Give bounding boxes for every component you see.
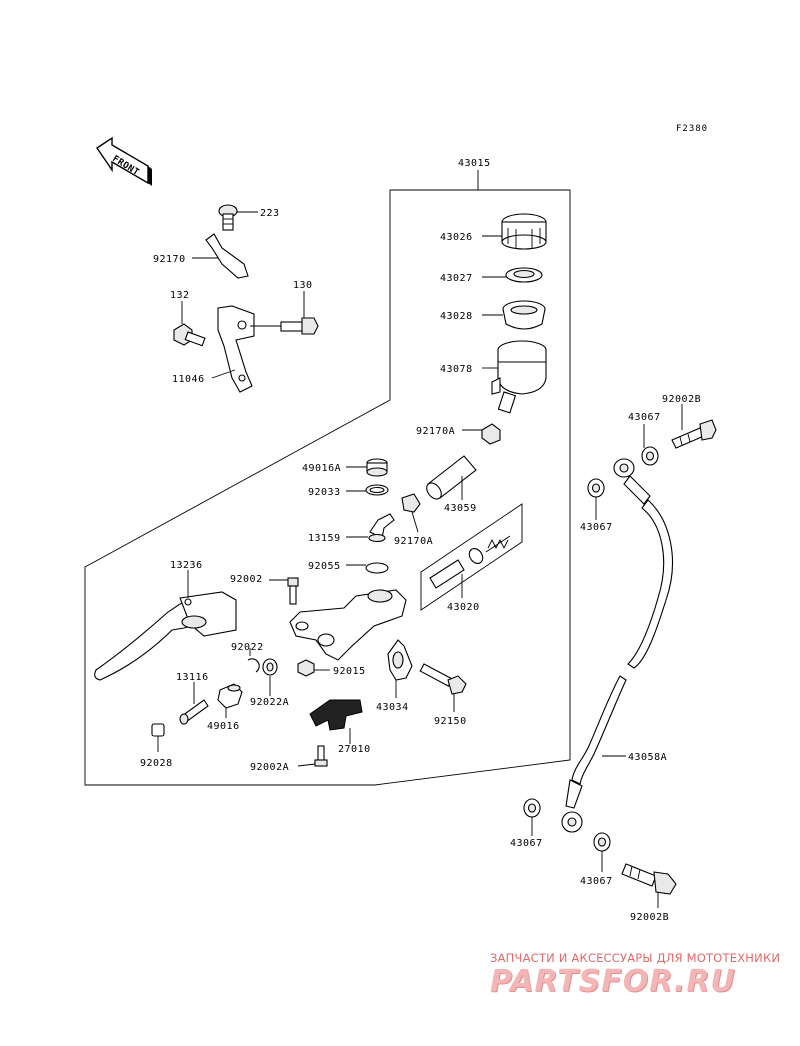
ring-92033-icon bbox=[365, 484, 389, 496]
lever-13236-icon bbox=[94, 591, 237, 681]
clamp-92170-icon bbox=[205, 233, 249, 279]
bolt-130-icon bbox=[280, 317, 319, 335]
screw-92002a-icon bbox=[314, 745, 328, 767]
bolt-92002-icon bbox=[287, 577, 299, 605]
watermark-tagline: ЗАПЧАСТИ И АКСЕССУАРЫ ДЛЯ МОТОТЕХНИКИ bbox=[490, 951, 781, 965]
washer-92022a-icon bbox=[262, 658, 278, 676]
diaphragm-43028-icon bbox=[502, 300, 546, 330]
label-43067-3: 43067 bbox=[510, 838, 543, 849]
label-13116: 13116 bbox=[176, 672, 209, 683]
label-92033: 92033 bbox=[308, 487, 341, 498]
reservoir-cap-43026-icon bbox=[501, 213, 547, 250]
reservoir-43078-icon bbox=[491, 340, 547, 414]
banjo-bolt-92002b-bottom-icon bbox=[621, 863, 677, 895]
label-92002: 92002 bbox=[230, 574, 263, 585]
front-arrow-icon: FRONT bbox=[96, 136, 152, 186]
clamp-92170a-2-icon bbox=[401, 493, 421, 513]
label-43026: 43026 bbox=[440, 232, 473, 243]
label-92015: 92015 bbox=[333, 666, 366, 677]
washer-43067-3-icon bbox=[523, 798, 541, 818]
label-130: 130 bbox=[293, 280, 313, 291]
label-92002b-2: 92002B bbox=[630, 912, 669, 923]
diaphragm-plate-43027-icon bbox=[505, 267, 543, 283]
piston-kit-box bbox=[420, 503, 523, 611]
label-27010: 27010 bbox=[338, 744, 371, 755]
label-92150: 92150 bbox=[434, 716, 467, 727]
washer-43067-2-icon bbox=[587, 478, 605, 498]
circlip-92022-icon bbox=[247, 658, 260, 673]
banjo-fitting-bottom-icon bbox=[561, 779, 583, 833]
washer-43067-1-icon bbox=[641, 446, 659, 466]
banjo-fitting-top-icon bbox=[613, 458, 651, 505]
nut-92015-icon bbox=[297, 659, 315, 677]
label-49016: 49016 bbox=[207, 721, 240, 732]
clamp-43034-icon bbox=[387, 639, 413, 681]
label-43059: 43059 bbox=[444, 503, 477, 514]
label-49016a: 49016A bbox=[302, 463, 341, 474]
piston-kit-43020-icon bbox=[429, 535, 511, 589]
label-223: 223 bbox=[260, 208, 280, 219]
label-92055: 92055 bbox=[308, 561, 341, 572]
label-13236: 13236 bbox=[170, 560, 203, 571]
label-92170a-2: 92170A bbox=[394, 536, 433, 547]
label-43067-2: 43067 bbox=[580, 522, 613, 533]
label-92170a-1: 92170A bbox=[416, 426, 455, 437]
label-92170: 92170 bbox=[153, 254, 186, 265]
brake-hose-upper-icon bbox=[627, 499, 673, 669]
fitting-13159-icon bbox=[368, 513, 395, 543]
cap-49016a-icon bbox=[366, 458, 388, 477]
switch-27010-icon bbox=[309, 699, 363, 731]
label-43078: 43078 bbox=[440, 364, 473, 375]
bolt-132-icon bbox=[173, 323, 206, 347]
hose-43059-icon bbox=[426, 455, 477, 500]
label-43028: 43028 bbox=[440, 311, 473, 322]
screw-223-icon bbox=[218, 204, 238, 231]
label-43067-1: 43067 bbox=[628, 412, 661, 423]
label-43058a: 43058A bbox=[628, 752, 667, 763]
clamp-92170a-icon bbox=[481, 423, 501, 445]
pushrod-13116-icon bbox=[179, 699, 209, 725]
figure-code: F2380 bbox=[676, 124, 709, 134]
label-132: 132 bbox=[170, 290, 190, 301]
banjo-bolt-92002b-top-icon bbox=[671, 419, 717, 449]
watermark-logo: PARTSFOR.RU bbox=[490, 964, 736, 999]
assembly-outline bbox=[84, 189, 571, 786]
cap-92028-icon bbox=[151, 723, 165, 737]
label-92002b-1: 92002B bbox=[662, 394, 701, 405]
brake-hose-lower-icon bbox=[571, 675, 627, 785]
label-43067-4: 43067 bbox=[580, 876, 613, 887]
bolt-92150-icon bbox=[419, 663, 467, 695]
oring-92055-icon bbox=[365, 562, 389, 574]
label-13159: 13159 bbox=[308, 533, 341, 544]
washer-43067-4-icon bbox=[593, 832, 611, 852]
master-cylinder-body-icon bbox=[289, 589, 407, 661]
label-92022a: 92022A bbox=[250, 697, 289, 708]
label-11046: 11046 bbox=[172, 374, 205, 385]
label-43020: 43020 bbox=[447, 602, 480, 613]
label-43034: 43034 bbox=[376, 702, 409, 713]
label-92028: 92028 bbox=[140, 758, 173, 769]
label-92022: 92022 bbox=[231, 642, 264, 653]
label-43015: 43015 bbox=[458, 158, 491, 169]
label-43027: 43027 bbox=[440, 273, 473, 284]
label-92002a: 92002A bbox=[250, 762, 289, 773]
boot-49016-icon bbox=[217, 683, 243, 709]
bracket-11046-icon bbox=[217, 305, 255, 393]
